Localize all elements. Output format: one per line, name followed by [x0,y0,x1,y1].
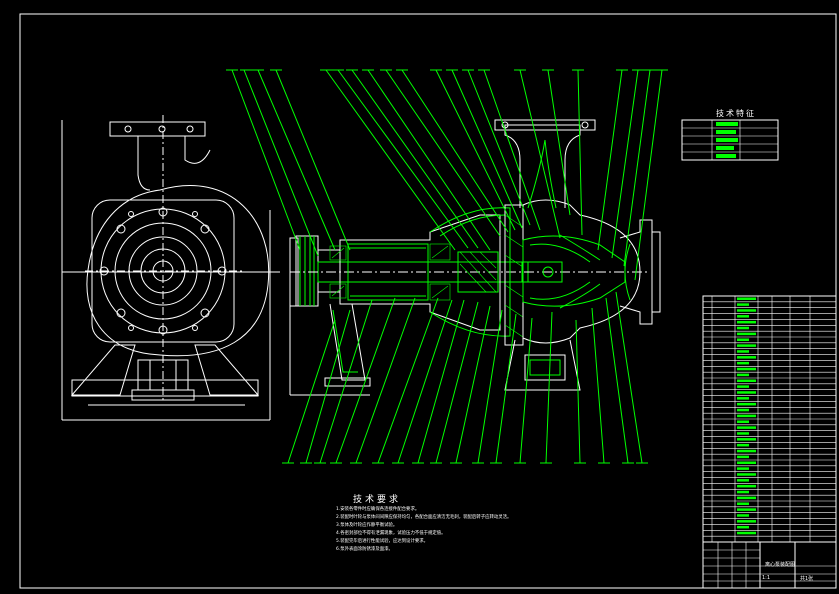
parts-list-row-mark [737,391,756,394]
parts-list-row-mark [737,467,749,470]
parts-list-row-mark [737,297,756,300]
parts-list-row-mark [737,414,756,418]
tech-req-line: 1.安装各零件时应确保各连接件配合要求。 [336,507,420,512]
parts-list-row-mark [737,449,756,453]
parts-list-row-mark [737,443,749,447]
parts-list-row-mark [737,379,756,382]
parts-list-row-mark [737,502,749,505]
parts-list-row-mark [737,496,756,500]
parts-list-row-mark [737,402,756,406]
tech-req-title: 技术要求 [353,495,402,505]
parts-list-row-mark [737,455,749,459]
parts-list-row-mark [737,408,749,412]
pump-section-view [289,119,661,396]
parts-list-row-mark [737,508,756,511]
tech-req-line: 3.泵体及叶轮应作静平衡试验。 [336,523,398,528]
tech-spec-title: 技术特征 [716,109,756,118]
tech-req-line: 2.装配时叶轮与泵体间间隙应保持均匀，各配合面应清洁无毛刺，装配后转子应转动灵活… [336,515,512,520]
drawing-scale: 1:1 [762,575,771,581]
parts-list-row-mark [737,332,756,336]
parts-list-row-mark [737,531,756,535]
parts-list-row-mark [737,438,756,441]
parts-list-row-mark [737,356,756,359]
parts-list-row-mark [737,309,756,312]
tech-req-line: 4.各密封部位不得有泄漏现象，试验压力不低于规定值。 [336,531,446,536]
parts-list-row-mark [737,315,749,318]
parts-list-row-mark [737,432,749,435]
title-block [702,541,837,589]
parts-list-row-mark [737,373,749,377]
tech-req-list: 1.安装各零件时应确保各连接件配合要求。 2.装配时叶轮与泵体间间隙应保持均匀，各… [336,506,696,554]
tech-req-line: 6.泵外表面涂防锈漆及面漆。 [336,547,393,552]
parts-list-row-mark [737,473,756,476]
parts-list-row-mark [737,326,749,330]
tech-spec-table [681,119,779,161]
parts-list-row-mark [737,420,749,423]
sheet-border [19,13,837,589]
parts-list-row-mark [737,350,749,353]
parts-list [702,295,837,543]
parts-list-row-mark [737,520,756,523]
drawing-sheet: 共1张 [800,576,814,582]
tech-req-line: 5.装配完毕后进行性能试验，应达到设计要求。 [336,539,429,544]
drawing-name: 离心泵装配图 [765,562,796,568]
parts-list-row-mark [737,525,749,529]
pump-end-view [61,115,280,421]
parts-list-row-mark [737,385,749,388]
parts-list-row-mark [737,320,756,324]
parts-list-row-mark [737,426,756,429]
parts-list-row-mark [737,338,749,341]
parts-list-row-mark [737,484,756,488]
parts-list-row-mark [737,367,756,371]
part-callouts [226,69,668,464]
parts-list-row-mark [737,397,749,400]
parts-list-row-mark [737,479,749,482]
parts-list-row-mark [737,490,749,494]
parts-list-row-mark [737,344,756,347]
parts-list-row-mark [737,514,749,517]
parts-list-row-mark [737,361,749,365]
parts-list-row-mark [737,303,749,306]
parts-list-row-mark [737,461,756,464]
